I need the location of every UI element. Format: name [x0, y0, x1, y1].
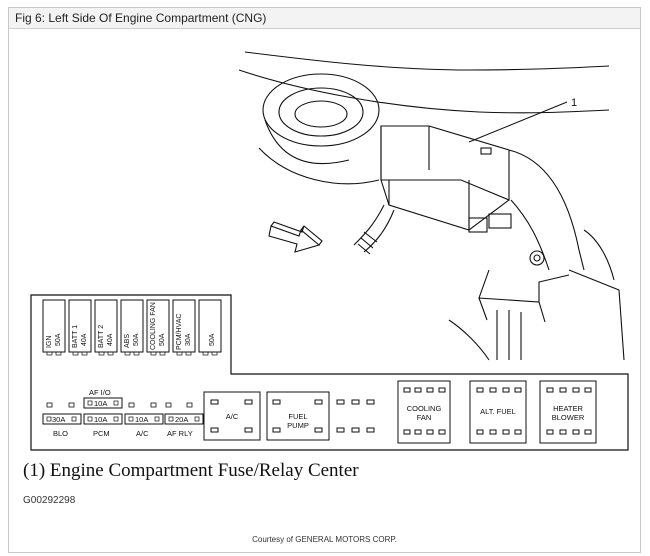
- fuse-name: BLO: [53, 429, 68, 438]
- upper-fuse: 50A: [198, 299, 222, 356]
- svg-text:10A: 10A: [94, 399, 107, 408]
- fuse-name: COOLING FAN: [150, 302, 157, 350]
- relay-label-alt-fuel: ALT. FUEL: [480, 407, 516, 416]
- fuse-name: BATT 2: [98, 325, 105, 348]
- svg-text:20A: 20A: [175, 415, 188, 424]
- engine-sketch: [238, 51, 625, 361]
- fuse-rating: 30A: [185, 333, 192, 346]
- relay-fuel-pump: [266, 391, 330, 441]
- upper-fuse: COOLING FAN 50A: [146, 299, 170, 356]
- figure-caption: (1) Engine Compartment Fuse/Relay Center: [23, 460, 359, 481]
- fuse-name: AF RLY: [167, 429, 193, 438]
- lower-fuse: 10A PCM: [83, 413, 123, 438]
- upper-fuse: PCM/HVAC 30A: [172, 299, 196, 356]
- fuse-name: IGN: [46, 336, 53, 348]
- svg-text:30A: 30A: [52, 415, 65, 424]
- fuse-name: BATT 1: [72, 325, 79, 348]
- fuse-rating: 50A: [159, 333, 166, 346]
- af-io-fuse: 10A: [83, 397, 123, 409]
- engine-compartment-illustration: 1 IGN 50A BATT 1 40A: [30, 51, 629, 451]
- relay-label-ac: A/C: [226, 412, 239, 421]
- relay-row: [203, 380, 597, 444]
- courtesy-note: Courtesy of GENERAL MOTORS CORP.: [252, 535, 397, 544]
- relay-alt-fuel: [469, 380, 527, 444]
- figure-frame: Fig 6: Left Side Of Engine Compartment (…: [8, 7, 641, 553]
- fuse-name: ABS: [124, 334, 131, 348]
- fuse-rating: 40A: [107, 333, 114, 346]
- fuse-relay-panel: [30, 294, 629, 451]
- upper-fuse: BATT 2 40A: [94, 299, 118, 356]
- fuse-rating: 40A: [81, 333, 88, 346]
- callout-leader: [468, 101, 568, 143]
- lower-fuse: 20A AF RLY: [164, 413, 204, 438]
- svg-text:10A: 10A: [135, 415, 148, 424]
- relay-heater-blower: [539, 380, 597, 444]
- upper-fuse: IGN 50A: [42, 299, 66, 356]
- relay-ac: [203, 391, 261, 441]
- lower-fuse: 10A A/C: [124, 413, 164, 438]
- upper-fuse-row: IGN 50A BATT 1 40A BATT 2 40A: [42, 299, 222, 356]
- window-title: Fig 6: Left Side Of Engine Compartment (…: [9, 8, 640, 29]
- figure-id: G00292298: [23, 495, 76, 506]
- upper-fuse: BATT 1 40A: [68, 299, 92, 356]
- empty-relay-slot: [336, 399, 375, 433]
- direction-arrow: [268, 221, 323, 253]
- fuse-rating: 50A: [209, 333, 216, 346]
- fuse-name: A/C: [136, 429, 149, 438]
- fuse-name: PCM/HVAC: [176, 314, 183, 350]
- svg-text:10A: 10A: [94, 415, 107, 424]
- fuse-rating: 50A: [55, 333, 62, 346]
- lower-fuse: 30A BLO: [42, 413, 82, 438]
- af-io-label: AF I/O: [89, 388, 111, 397]
- relay-cooling-fan: [397, 380, 451, 444]
- fuse-name: PCM: [93, 429, 110, 438]
- upper-fuse: ABS 50A: [120, 299, 144, 356]
- fuse-rating: 50A: [133, 333, 140, 346]
- lower-fuse-row: AF I/O 10A 30A BLO: [42, 388, 204, 438]
- callout-number: 1: [571, 97, 577, 109]
